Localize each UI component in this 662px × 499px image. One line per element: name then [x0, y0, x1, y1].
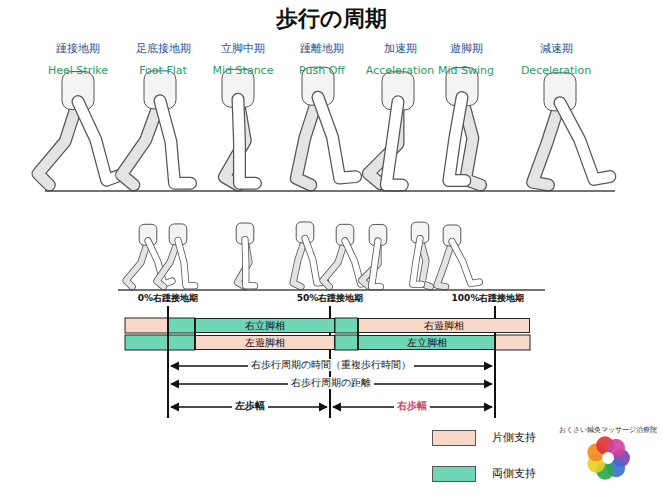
walking-figure: [122, 71, 191, 185]
walking-figure: [296, 67, 355, 185]
legend-swatch: [432, 430, 476, 446]
phase-name-en: Foot Flat: [139, 64, 187, 77]
phase-name-en: Heel Strike: [48, 64, 108, 77]
phase-name: 加速期: [384, 42, 417, 55]
logo-flower: [587, 436, 630, 479]
walking-figure: [236, 223, 254, 287]
title: 歩行の周期: [276, 6, 387, 32]
band-label: 左遊脚相: [245, 336, 285, 349]
dimension-arrows: [171, 366, 492, 407]
walking-figure: [446, 68, 481, 185]
legend-swatch: [432, 466, 476, 482]
phase-name: 減速期: [540, 42, 573, 55]
walking-figure: [437, 225, 479, 287]
phase-name-en: Mid Stance: [213, 64, 274, 77]
phase-band: 左立脚相: [358, 335, 495, 350]
phase-bars: [125, 318, 530, 350]
phase-name: 遊脚期: [450, 42, 483, 55]
percent-label: 100%右踵接地期: [452, 293, 525, 304]
phase-name-en: Push Off: [299, 64, 345, 77]
legend-label: 両側支持: [492, 467, 536, 480]
dimension-label: 左歩幅: [232, 400, 268, 412]
band-label: 右立脚相: [245, 319, 285, 332]
phase-band: 右立脚相: [195, 318, 335, 333]
phase-name: 踵離地期: [300, 42, 344, 55]
ground-line: [45, 190, 615, 192]
walking-figure: [157, 224, 195, 287]
walking-figure: [126, 224, 172, 286]
walking-figure: [38, 72, 122, 185]
phase-name: 足底接地期: [136, 42, 191, 55]
dimension-label: 右歩幅: [394, 400, 430, 412]
walking-figure: [368, 72, 414, 185]
walking-figure: [293, 222, 326, 287]
phase-name: 踵接地期: [56, 42, 100, 55]
legend-label: 片側支持: [492, 431, 536, 444]
percent-label: 0%右踵接地期: [138, 293, 198, 304]
phase-band: 右遊脚相: [358, 318, 530, 333]
walking-figure: [411, 222, 430, 287]
ground-line: [118, 289, 545, 291]
walking-figures: [38, 67, 610, 286]
marker-lines: [168, 306, 495, 418]
walking-figure: [222, 69, 255, 185]
walking-figure: [362, 224, 387, 286]
phase-name-en: Acceleration: [366, 64, 434, 77]
band-label: 左立脚相: [407, 336, 447, 349]
dimension-label: 右歩行周期の時間（重複歩行時間）: [248, 359, 414, 371]
phase-band: 左遊脚相: [195, 335, 335, 350]
phase-name: 立脚中期: [221, 42, 265, 55]
dimension-label: 右歩行周期の距離: [288, 377, 374, 389]
percent-label: 50%右踵接地期: [297, 293, 364, 304]
logo-text: おくさい鍼灸マッサージ治療院: [559, 426, 657, 434]
phase-name-en: Deceleration: [521, 64, 591, 77]
phase-name-en: Mid Swing: [438, 64, 494, 77]
band-label: 右遊脚相: [424, 319, 464, 332]
walking-figure: [533, 73, 610, 185]
